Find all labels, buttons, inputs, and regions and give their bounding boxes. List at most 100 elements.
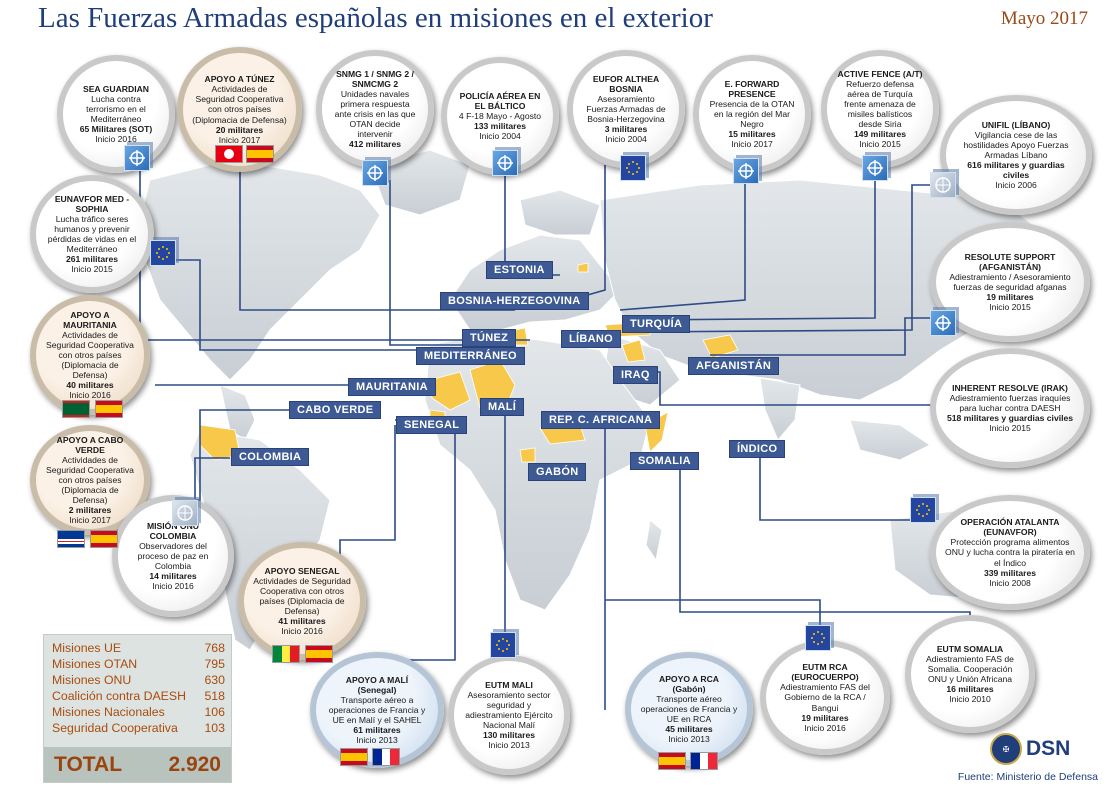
mission-description: Adiestramiento / Asesoramiento fuerzas d… bbox=[949, 271, 1071, 292]
mission-eutm-rca: EUTM RCA (EUROCUERPO)Adiestramiento FAS … bbox=[760, 640, 890, 755]
un-icon bbox=[930, 172, 956, 198]
mission-description: Protección programa alimentos ONU y luch… bbox=[945, 537, 1075, 568]
mission-troops: 3 militares bbox=[604, 124, 648, 135]
label-mediterraneo: MEDITERRÁNEO bbox=[416, 347, 525, 365]
totals-row-value: 518 bbox=[204, 689, 225, 703]
france-flag-icon bbox=[372, 748, 400, 766]
mission-start: Inicio 2013 bbox=[356, 735, 398, 746]
nato-icon bbox=[733, 158, 759, 184]
page-title: Las Fuerzas Armadas españolas en misione… bbox=[38, 2, 713, 34]
dsn-logo-text: DSN bbox=[1026, 737, 1071, 760]
mission-title: APOYO SENEGAL bbox=[264, 565, 340, 576]
mission-troops: 261 militares bbox=[65, 254, 119, 265]
totals-footer: TOTAL 2.920 bbox=[44, 747, 231, 782]
label-rca: REP. C. AFRICANA bbox=[541, 411, 661, 429]
mission-title: EUTM RCA (EUROCUERPO) bbox=[791, 662, 859, 683]
tunisia-flag-icon bbox=[215, 145, 243, 163]
mission-troops: 65 Militares (SOT) bbox=[79, 124, 153, 135]
dsn-logo: ✠ DSN bbox=[990, 733, 1070, 765]
totals-row-label: Misiones Nacionales bbox=[52, 705, 165, 719]
mission-troops: 14 militares bbox=[149, 571, 197, 582]
source-note: Fuente: Ministerio de Defensa bbox=[957, 771, 1098, 783]
mission-title: SNMG 1 / SNMG 2 / SNMCMG 2 bbox=[336, 68, 414, 89]
mission-start: Inicio 2016 bbox=[152, 581, 194, 592]
mission-title: ACTIVE FENCE (A/T) bbox=[837, 68, 923, 79]
mission-description: (Senegal) bbox=[357, 684, 397, 695]
mission-description: Presencia de la OTAN en la región del Ma… bbox=[709, 98, 795, 130]
mission-troops: 339 militares bbox=[983, 567, 1037, 578]
mission-troops: 19 militares bbox=[801, 712, 849, 723]
label-mali: MALÍ bbox=[480, 398, 525, 416]
eu-flag-icon bbox=[910, 497, 936, 523]
mission-title: RESOLUTE SUPPORT (AFGANISTÁN) bbox=[964, 251, 1056, 272]
nato-icon bbox=[862, 155, 888, 181]
estonia-area bbox=[577, 262, 589, 273]
label-afganistan: AFGANISTÁN bbox=[688, 357, 780, 375]
mission-title: APOYO A MALÍ bbox=[345, 674, 409, 685]
total-value: 2.920 bbox=[168, 752, 221, 776]
mission-troops: 412 militares bbox=[348, 139, 402, 150]
mission-start: Inicio 2013 bbox=[488, 740, 530, 751]
mission-start: Inicio 2015 bbox=[989, 423, 1031, 434]
mission-troops: 15 militares bbox=[728, 129, 776, 140]
mission-start: Inicio 2016 bbox=[69, 390, 111, 401]
mission-start: Inicio 2013 bbox=[668, 734, 710, 745]
mission-troops: 133 militares bbox=[473, 121, 527, 132]
nato-icon bbox=[930, 310, 956, 336]
mission-description: 4 F-18 Mayo - Agosto bbox=[458, 110, 542, 121]
un-icon bbox=[172, 500, 198, 526]
gabon-area bbox=[519, 447, 536, 463]
mission-resolute-support: RESOLUTE SUPPORT (AFGANISTÁN)Adiestramie… bbox=[930, 222, 1090, 342]
highlighted-countries bbox=[199, 262, 739, 463]
nato-icon bbox=[492, 150, 518, 176]
mission-start: Inicio 2016 bbox=[281, 626, 323, 637]
mission-start: Inicio 2015 bbox=[71, 264, 113, 275]
mission-description: Unidades navales primera respuesta ante … bbox=[334, 88, 416, 140]
label-bosnia: BOSNIA-HERZEGOVINA bbox=[440, 292, 589, 310]
mission-description: Vigilancia cese de las hostilidades Apoy… bbox=[963, 129, 1069, 160]
mission-troops: 41 militares bbox=[278, 616, 326, 627]
label-colombia: COLOMBIA bbox=[231, 448, 310, 466]
mission-start: Inicio 2017 bbox=[218, 134, 261, 145]
spain-flag-icon bbox=[340, 748, 368, 766]
senegal-flag-icon bbox=[272, 645, 300, 663]
france-flag-icon bbox=[690, 752, 718, 770]
mission-title: OPERACIÓN ATALANTA (EUNAVFOR) bbox=[960, 517, 1060, 538]
label-irak: IRAQ bbox=[613, 366, 658, 384]
totals-row-value: 630 bbox=[204, 673, 225, 687]
mission-description: Lucha tráfico seres humanos y prevenir p… bbox=[47, 213, 137, 255]
mission-troops: 19 militares bbox=[986, 292, 1034, 303]
eu-flag-icon bbox=[805, 625, 831, 651]
spain-flag-icon bbox=[246, 145, 274, 163]
mission-title: E. FORWARD PRESENCE bbox=[724, 78, 780, 99]
mission-start: Inicio 2004 bbox=[479, 131, 521, 142]
mission-troops: 2 militares bbox=[68, 505, 112, 516]
mission-troops: 16 militares bbox=[946, 684, 994, 695]
nato-icon bbox=[362, 160, 388, 186]
label-somalia: SOMALIA bbox=[630, 452, 699, 470]
mission-troops: 130 militares bbox=[482, 730, 536, 741]
label-gabon: GABÓN bbox=[528, 463, 587, 481]
mission-start: Inicio 2015 bbox=[859, 139, 901, 150]
mission-title: APOYO A RCA bbox=[658, 673, 719, 684]
mission-description: Transporte aéreo a operaciones de Franci… bbox=[328, 694, 426, 726]
mission-start: Inicio 2015 bbox=[989, 302, 1031, 313]
mission-description: Asesoramiento sector seguridad y adiestr… bbox=[465, 689, 553, 731]
totals-row-label: Seguridad Cooperativa bbox=[52, 721, 178, 735]
totals-row-label: Misiones OTAN bbox=[52, 657, 138, 671]
mission-start: Inicio 2008 bbox=[989, 577, 1031, 588]
mission-active-fence: ACTIVE FENCE (A/T)Refuerzo defensa aérea… bbox=[821, 50, 939, 168]
mission-troops: 40 militares bbox=[66, 380, 114, 391]
mission-apoyo-rca: APOYO A RCA(Gabón)Transporte aéreo opera… bbox=[625, 652, 753, 766]
